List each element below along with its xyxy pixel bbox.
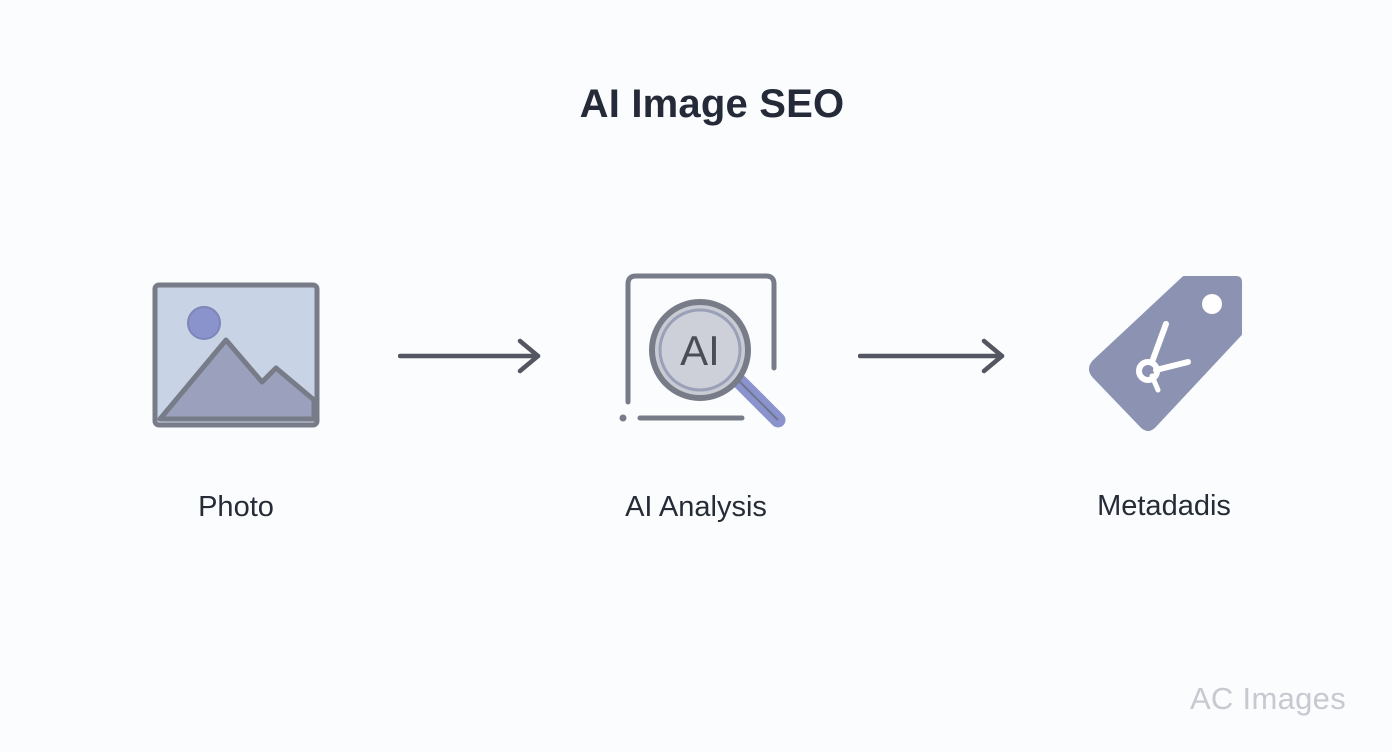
ai-badge-text: AI (680, 327, 720, 374)
step-label-photo: Photo (198, 491, 274, 523)
step-label-metadadis: Metadadis (1097, 490, 1231, 522)
ai-search-icon: AI (618, 272, 790, 432)
arrow-right-icon (857, 338, 1008, 374)
watermark: AC Images (1189, 681, 1346, 716)
image-icon (152, 282, 320, 428)
arrow-right-icon (397, 338, 544, 374)
diagram-title: AI Image SEO (579, 82, 845, 126)
tag-icon (1088, 272, 1248, 432)
step-label-ai-analysis: AI Analysis (625, 491, 767, 523)
